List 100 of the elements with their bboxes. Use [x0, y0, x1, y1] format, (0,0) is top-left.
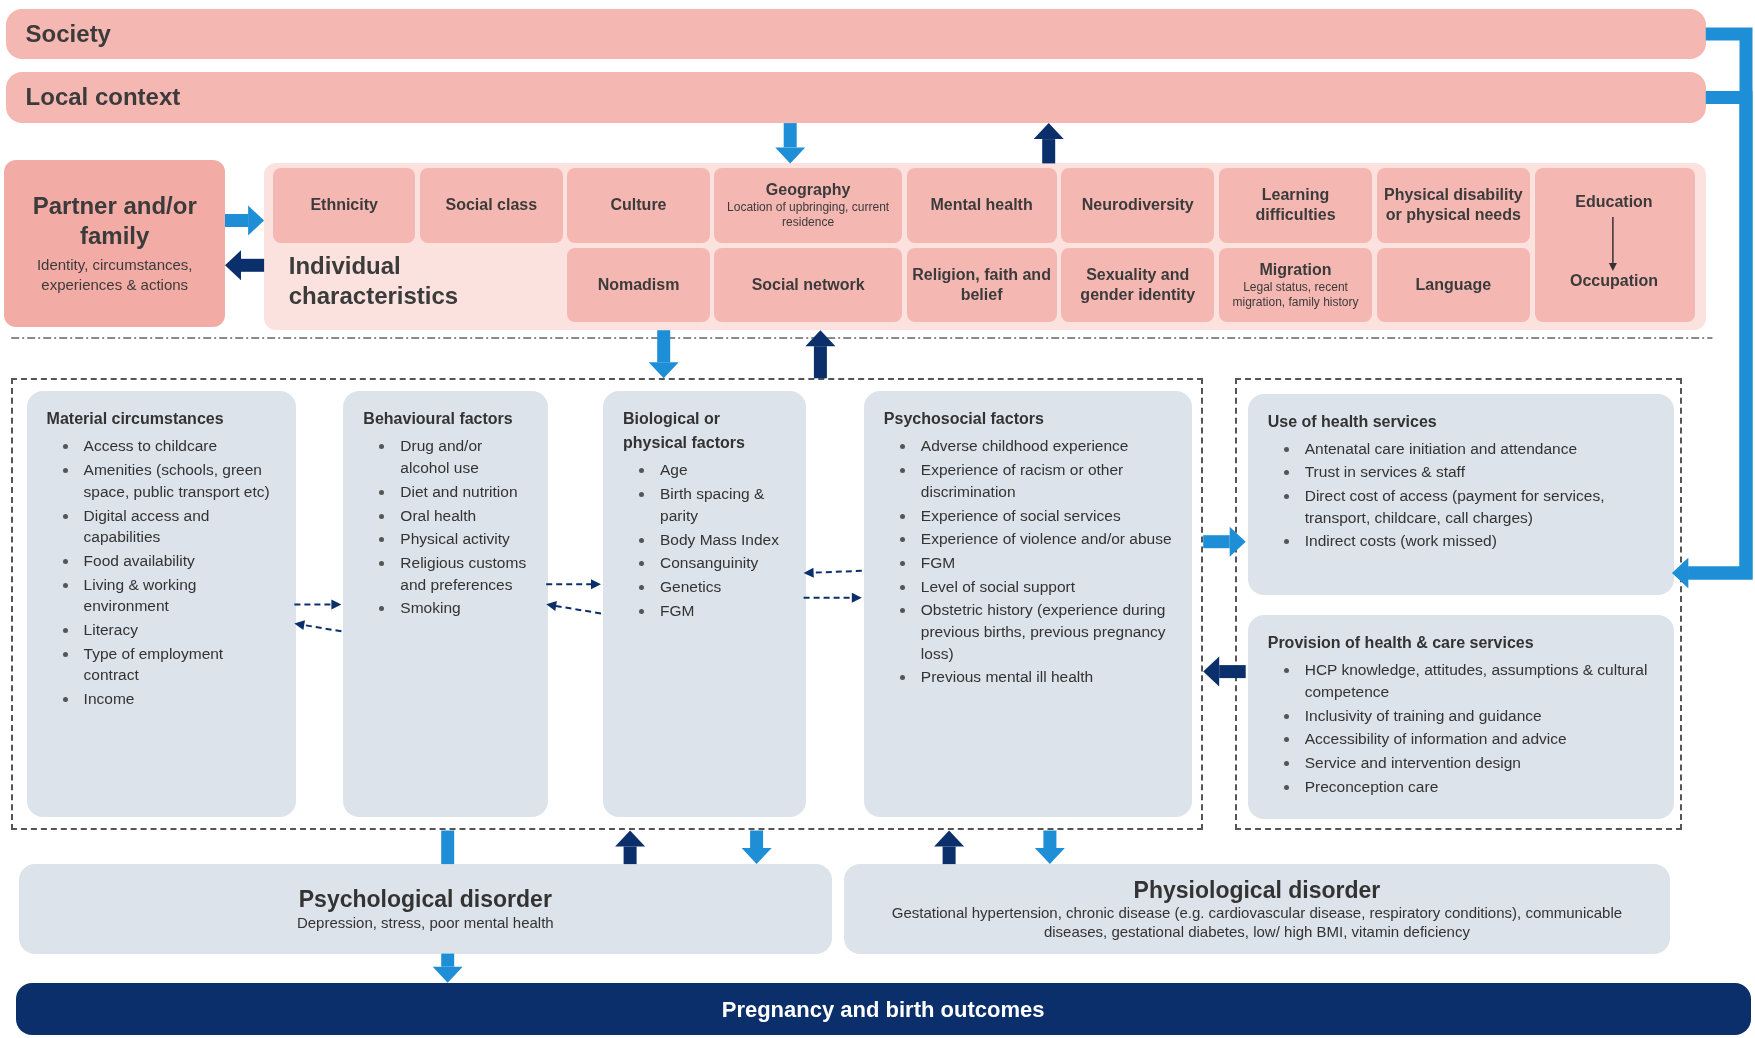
partner-box	[4, 160, 225, 327]
disorder-box	[843, 864, 1670, 954]
characteristic-cell	[419, 167, 563, 243]
dashed-arrow	[545, 579, 601, 590]
characteristic-cell	[1534, 167, 1695, 323]
characteristic-cell	[1061, 248, 1215, 323]
band-label: Society	[25, 19, 111, 50]
list-item: Direct cost of access (payment for services, transport, childcare, call charges)	[1304, 486, 1606, 528]
characteristic-cell	[273, 167, 416, 243]
list-item: Smoking	[400, 598, 461, 619]
cell-label: Learning difficulties	[1254, 185, 1337, 226]
list-item: Oral health	[400, 505, 477, 526]
banner-label: Pregnancy and birth outcomes	[721, 995, 1045, 1024]
list-item: Age	[660, 460, 688, 481]
card-heading: Biological or physical factors	[623, 410, 745, 452]
characteristic-cell	[567, 167, 710, 243]
cell-label: Physical disability or physical needs	[1382, 185, 1524, 226]
list-item: FGM	[920, 552, 956, 573]
cell-label: Sexuality and gender identity	[1079, 265, 1197, 306]
cell-label: Education	[1566, 192, 1661, 218]
factor-card	[603, 391, 806, 817]
context-band	[5, 8, 1706, 60]
cell-label: Culture	[610, 195, 667, 216]
list-item: Literacy	[83, 620, 138, 640]
list-item: Birth spacing & parity	[660, 484, 766, 526]
cell-label: Geography	[765, 180, 851, 201]
card-heading: Provision of health & care services	[1267, 634, 1534, 652]
characteristics-panel	[264, 163, 1706, 331]
arrow	[1608, 216, 1617, 271]
characteristic-cell	[906, 167, 1057, 243]
cell-label: Social network	[751, 275, 865, 296]
connector-bar	[441, 830, 455, 865]
list-item: Service and intervention design	[1304, 753, 1521, 774]
card-heading: Psychosocial factors	[883, 410, 1044, 428]
band-label: Local context	[25, 82, 181, 113]
list-item: Experience of racism or other discrimination	[920, 460, 1125, 502]
context-band	[5, 71, 1706, 124]
block-arrow	[648, 330, 679, 379]
block-arrow	[741, 830, 772, 865]
disorder-box	[19, 864, 832, 954]
characteristic-cell	[1376, 167, 1530, 243]
cell-note: Location of upbringing, current residence	[726, 200, 891, 231]
list-item: Adverse childhood experience	[920, 436, 1129, 457]
list-item: Obstetric history (experience during previous births, previous pregnancy loss)	[920, 600, 1167, 664]
card-heading: Use of health services	[1267, 412, 1437, 430]
cell-label: Mental health	[930, 195, 1033, 216]
block-arrow	[225, 250, 265, 281]
list-item: HCP knowledge, attitudes, assumptions & cultural competence	[1304, 660, 1649, 702]
characteristic-cell	[906, 248, 1057, 323]
dashed-arrow	[802, 592, 862, 603]
list-item: Religious customs and preferences	[400, 552, 528, 595]
dashed-arrow	[294, 620, 343, 633]
box-title: Physiological disorder	[1133, 875, 1381, 905]
factor-card	[1247, 393, 1675, 596]
cell-label: Nomadism	[597, 275, 680, 296]
box-subtitle: Depression, stress, poor mental health	[296, 913, 554, 933]
card-heading: Behavioural factors	[363, 410, 513, 428]
factor-card	[1247, 615, 1675, 820]
list-item: Consanguinity	[660, 553, 759, 574]
list-item: Trust in services & staff	[1304, 462, 1465, 483]
cell-label: Religion, faith and belief	[911, 265, 1052, 306]
list-item: Previous mental ill health	[920, 667, 1094, 688]
dashed-arrow	[803, 567, 863, 578]
factor-card	[26, 391, 297, 817]
block-arrow	[615, 830, 646, 865]
block-arrow	[934, 830, 965, 865]
characteristic-cell	[714, 248, 903, 323]
list-item: Inclusivity of training and guidance	[1304, 705, 1542, 726]
cell-label: Migration	[1259, 260, 1332, 281]
cell-label: Social class	[445, 195, 538, 216]
cell-label: Language	[1415, 275, 1492, 296]
outcome-banner	[15, 982, 1751, 1036]
factor-card	[863, 391, 1192, 817]
list-item: Access to childcare	[83, 436, 218, 457]
list-item: Food availability	[83, 550, 195, 571]
block-arrow	[432, 953, 463, 983]
box-title: Psychological disorder	[298, 885, 552, 914]
list-item: Type of employment contract	[83, 643, 225, 686]
cell-note: Legal status, recent migration, family history	[1231, 280, 1360, 311]
box-subtitle: Gestational hypertension, chronic disease (e.g. cardiovascular disease, respiratory conditions), communicable diseases, gestational diabetes, low/ high BMI, vitamin deficiency	[890, 904, 1624, 942]
list-item: Amenities (schools, green space, public transport etc)	[83, 460, 271, 502]
block-arrow	[805, 330, 836, 379]
cell-label: Ethnicity	[310, 195, 378, 216]
list-item: Body Mass Index	[660, 529, 779, 550]
list-item: Accessibility of information and advice	[1304, 729, 1567, 750]
list-item: Income	[83, 689, 135, 710]
list-item: Digital access and capabilities	[83, 505, 211, 548]
panel-title: Individual characteristics	[288, 251, 459, 309]
dashed-arrow	[546, 601, 602, 615]
block-arrow	[775, 123, 806, 164]
cell-label: Neurodiversity	[1081, 195, 1194, 216]
characteristic-cell	[1376, 248, 1530, 323]
list-item: Level of social support	[920, 576, 1076, 597]
block-arrow	[1203, 656, 1246, 687]
box-subtitle: Identity, circumstances, experiences & actions	[35, 254, 194, 296]
list-item: Antenatal care initiation and attendance	[1304, 438, 1578, 459]
characteristic-cell	[714, 167, 903, 243]
list-item: Indirect costs (work missed)	[1304, 531, 1497, 552]
list-item: FGM	[660, 600, 695, 621]
list-item: Diet and nutrition	[400, 481, 518, 502]
